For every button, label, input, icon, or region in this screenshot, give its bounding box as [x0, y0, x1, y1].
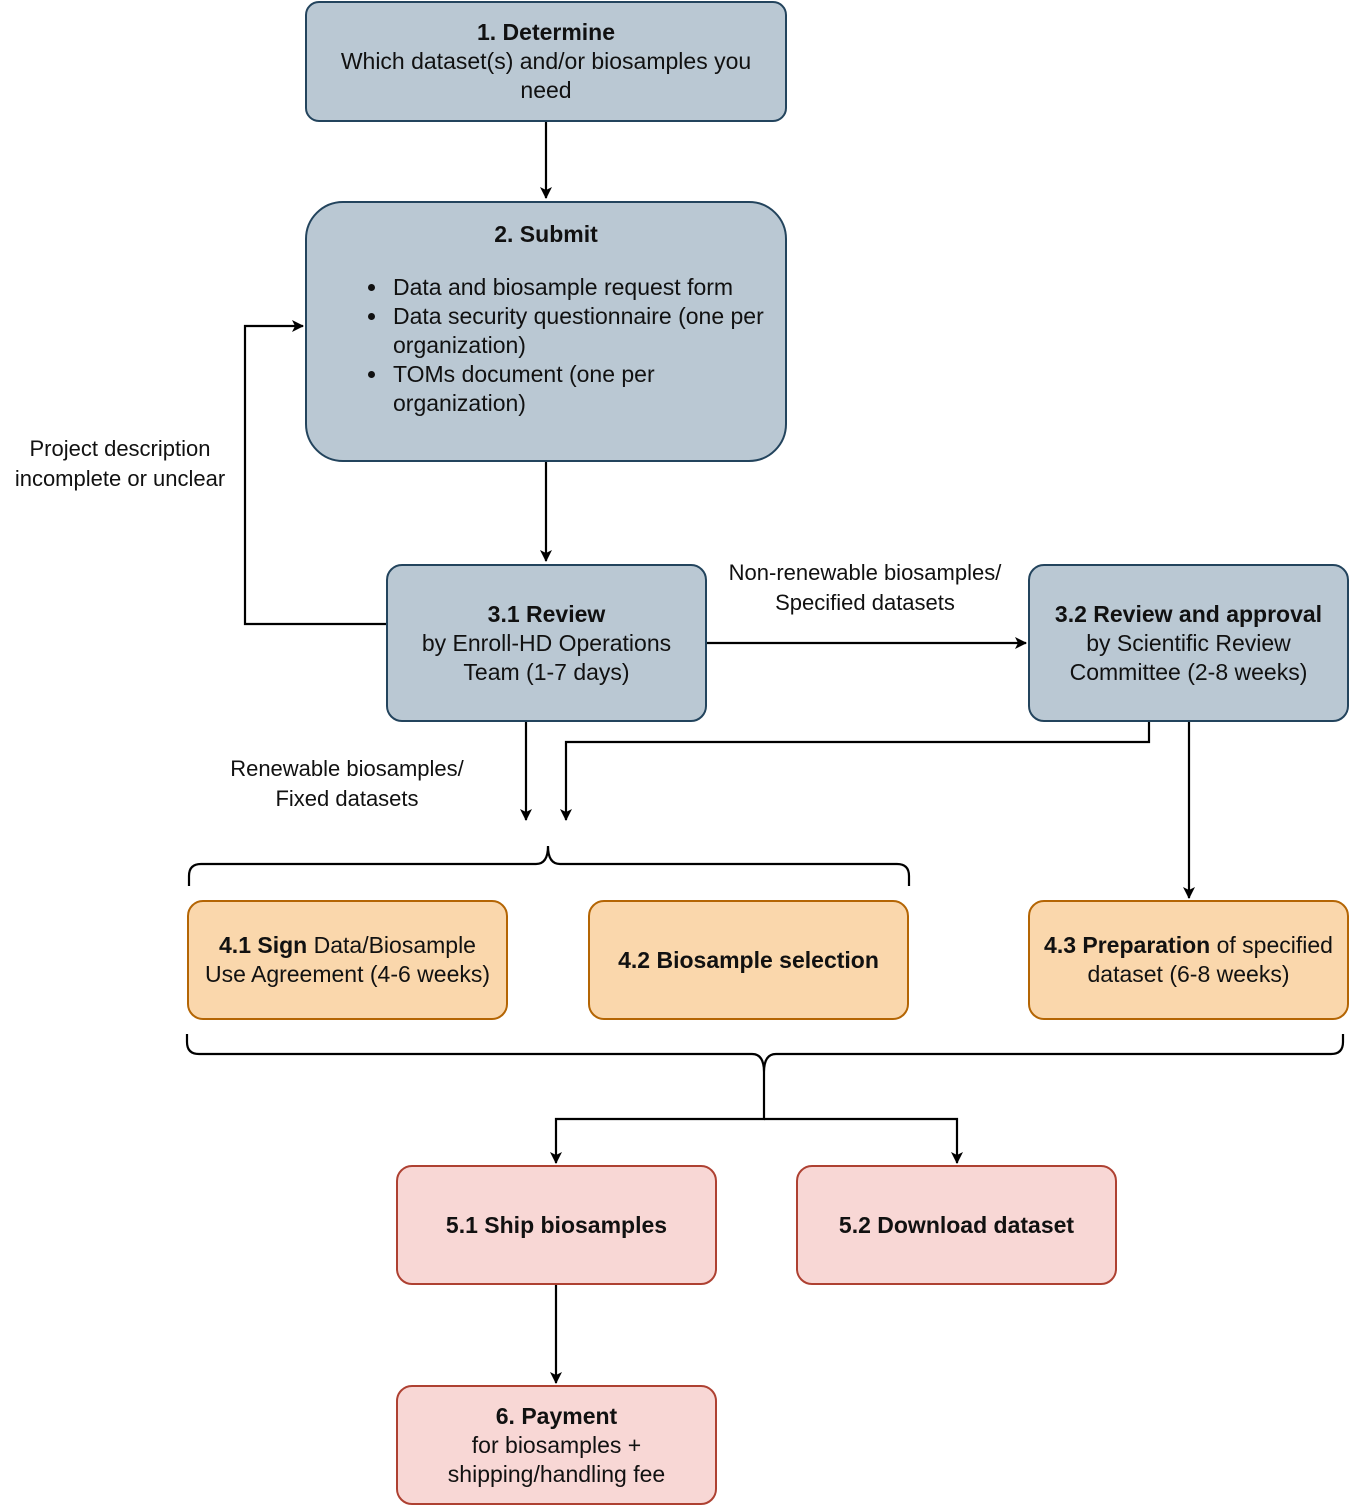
- step-5-2-title: 5.2 Download dataset: [838, 1211, 1075, 1238]
- step-4-1-text: Data/Biosample Use Agreement (4-6 weeks): [204, 932, 491, 987]
- step-3-2-review-approval: 3.2 Review and approval by Scientific Re…: [1028, 564, 1349, 722]
- submit-item-toms-document: TOMs document (one per organization): [389, 360, 775, 418]
- arrow-brace-to-5-1: [550, 1072, 766, 1164]
- label-project-incomplete-line2: incomplete or unclear: [14, 466, 226, 491]
- step-5-1-ship-biosamples: 5.1 Ship biosamples: [396, 1165, 717, 1285]
- step-6-line1: for biosamples +: [471, 1431, 642, 1458]
- label-renewable-line2: Fixed datasets: [275, 786, 419, 811]
- step-6-title: 6. Payment: [495, 1402, 618, 1429]
- step-1-title: 1. Determine: [476, 19, 616, 45]
- submit-item-request-form: Data and biosample request form: [389, 273, 775, 302]
- step-6-payment: 6. Payment for biosamples + shipping/han…: [396, 1385, 717, 1505]
- step-5-2-download-dataset: 5.2 Download dataset: [796, 1165, 1117, 1285]
- label-non-renewable-line2: Specified datasets: [775, 590, 955, 615]
- label-non-renewable-line1: Non-renewable biosamples/: [728, 560, 1002, 585]
- step-1-text: Which dataset(s) and/or biosamples you n…: [340, 48, 752, 103]
- step-1-determine: 1. Determine Which dataset(s) and/or bio…: [305, 1, 787, 122]
- label-non-renewable: Non-renewable biosamples/ Specified data…: [712, 558, 1018, 618]
- step-3-2-title: 3.2 Review and approval: [1054, 600, 1323, 627]
- label-project-incomplete-line1: Project description: [29, 436, 211, 461]
- step-4-3-title: 4.3 Preparation: [1044, 932, 1211, 958]
- arrow-brace-to-5-2: [764, 1117, 963, 1164]
- submit-item-security-questionnaire: Data security questionnaire (one per org…: [389, 302, 775, 360]
- step-4-1-content: 4.1 Sign Data/Biosample Use Agreement (4…: [199, 931, 496, 989]
- brace-top: [187, 845, 911, 886]
- step-4-2-biosample-selection: 4.2 Biosample selection: [588, 900, 909, 1020]
- step-4-3-text: of specified dataset (6-8 weeks): [1087, 932, 1333, 987]
- step-4-1-sign-agreement: 4.1 Sign Data/Biosample Use Agreement (4…: [187, 900, 508, 1020]
- step-3-1-text: by Enroll-HD Operations Team (1-7 days): [421, 629, 672, 685]
- step-2-submit: 2. Submit Data and biosample request for…: [305, 201, 787, 462]
- step-4-1-title: 4.1 Sign: [219, 932, 308, 958]
- label-renewable: Renewable biosamples/ Fixed datasets: [212, 754, 482, 814]
- label-renewable-line1: Renewable biosamples/: [230, 756, 464, 781]
- step-6-line2: shipping/handling fee: [447, 1460, 666, 1487]
- arrow-3-2-to-4-group: [560, 722, 1151, 821]
- step-2-title: 2. Submit: [494, 221, 598, 247]
- step-5-1-title: 5.1 Ship biosamples: [445, 1211, 668, 1238]
- step-3-1-review: 3.1 Review by Enroll-HD Operations Team …: [386, 564, 707, 722]
- brace-bottom: [185, 1034, 1345, 1073]
- step-4-3-content: 4.3 Preparation of specified dataset (6-…: [1040, 931, 1337, 989]
- arrow-loop-back-to-submit: [243, 320, 386, 626]
- step-4-3-preparation: 4.3 Preparation of specified dataset (6-…: [1028, 900, 1349, 1020]
- label-project-incomplete: Project description incomplete or unclea…: [0, 434, 240, 494]
- step-3-1-title: 3.1 Review: [487, 600, 606, 627]
- submit-requirements-list: Data and biosample request form Data sec…: [359, 273, 775, 418]
- step-3-2-text: by Scientific Review Committee (2-8 week…: [1069, 629, 1308, 685]
- step-4-2-title: 4.2 Biosample selection: [618, 946, 879, 973]
